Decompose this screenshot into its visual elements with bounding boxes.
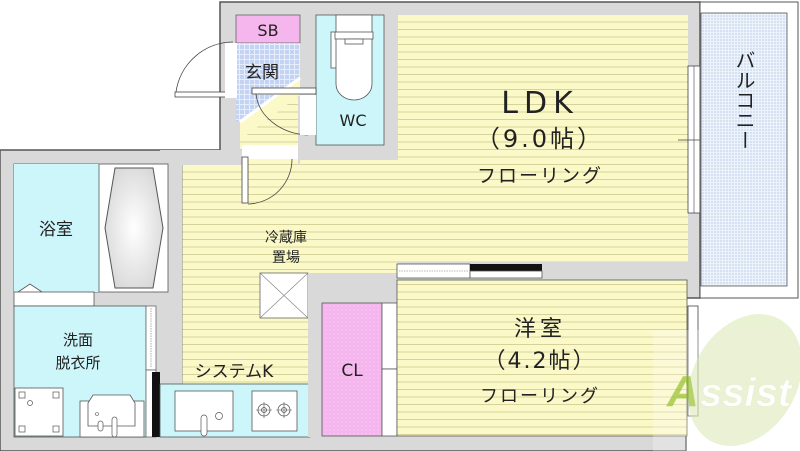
closet-label: CL [341, 361, 363, 381]
washing-machine-icon [14, 387, 64, 437]
wc-door[interactable] [251, 87, 317, 136]
entrance-label: 玄関 [245, 63, 279, 83]
fridge-label-line2: 置場 [272, 250, 300, 266]
fridge-space: 冷蔵庫 置場 [259, 229, 309, 319]
fridge-label-line1: 冷蔵庫 [265, 229, 307, 246]
room-western: 洋室 （4.2帖） フローリング [396, 279, 688, 437]
washroom-door[interactable] [145, 305, 160, 438]
ldk-label: LDK [501, 86, 579, 121]
toilet-bowl-icon [335, 14, 373, 101]
balcony: バルコニー [699, 1, 799, 299]
ldk-labels: LDK （9.0帖） フローリング [476, 86, 604, 187]
assist-watermark: A ssist [653, 314, 800, 451]
room-toilet: WC [315, 14, 385, 146]
stove-icon [251, 390, 298, 432]
room-storage: SB [235, 14, 301, 44]
ldk-flooring: フローリング [477, 165, 603, 187]
hall-wall [182, 150, 242, 165]
room-bath: 浴室 [13, 163, 169, 293]
vanity-sink-icon [79, 394, 145, 438]
room-kitchen: システムK [159, 362, 311, 438]
western-flooring: フローリング [480, 386, 600, 407]
entrance-door[interactable] [174, 41, 237, 98]
bedroom-sliding-door[interactable] [396, 263, 543, 279]
watermark-letter-a: A [666, 367, 699, 416]
bath-label: 浴室 [39, 220, 73, 240]
bath-door[interactable] [13, 291, 95, 307]
kitchen-sink-icon [174, 390, 234, 437]
washroom-label-line2: 脱衣所 [55, 354, 100, 372]
storage-label: SB [257, 21, 278, 40]
ldk-size: （9.0帖） [476, 125, 604, 153]
hall-door[interactable] [241, 145, 298, 205]
western-size: （4.2帖） [484, 349, 597, 374]
ldk-window[interactable] [678, 65, 710, 214]
bathtub-icon [104, 167, 164, 289]
room-closet: CL [321, 302, 383, 437]
kitchen-label: システムK [195, 362, 274, 382]
room-washroom: 洗面 脱衣所 [13, 305, 147, 438]
washroom-label-line1: 洗面 [63, 331, 93, 349]
leaf-logo-icon [687, 314, 800, 446]
toilet-label: WC [340, 111, 367, 130]
balcony-label: バルコニー [732, 50, 756, 150]
watermark-text: ssist [700, 371, 793, 415]
western-label: 洋室 [514, 317, 566, 342]
